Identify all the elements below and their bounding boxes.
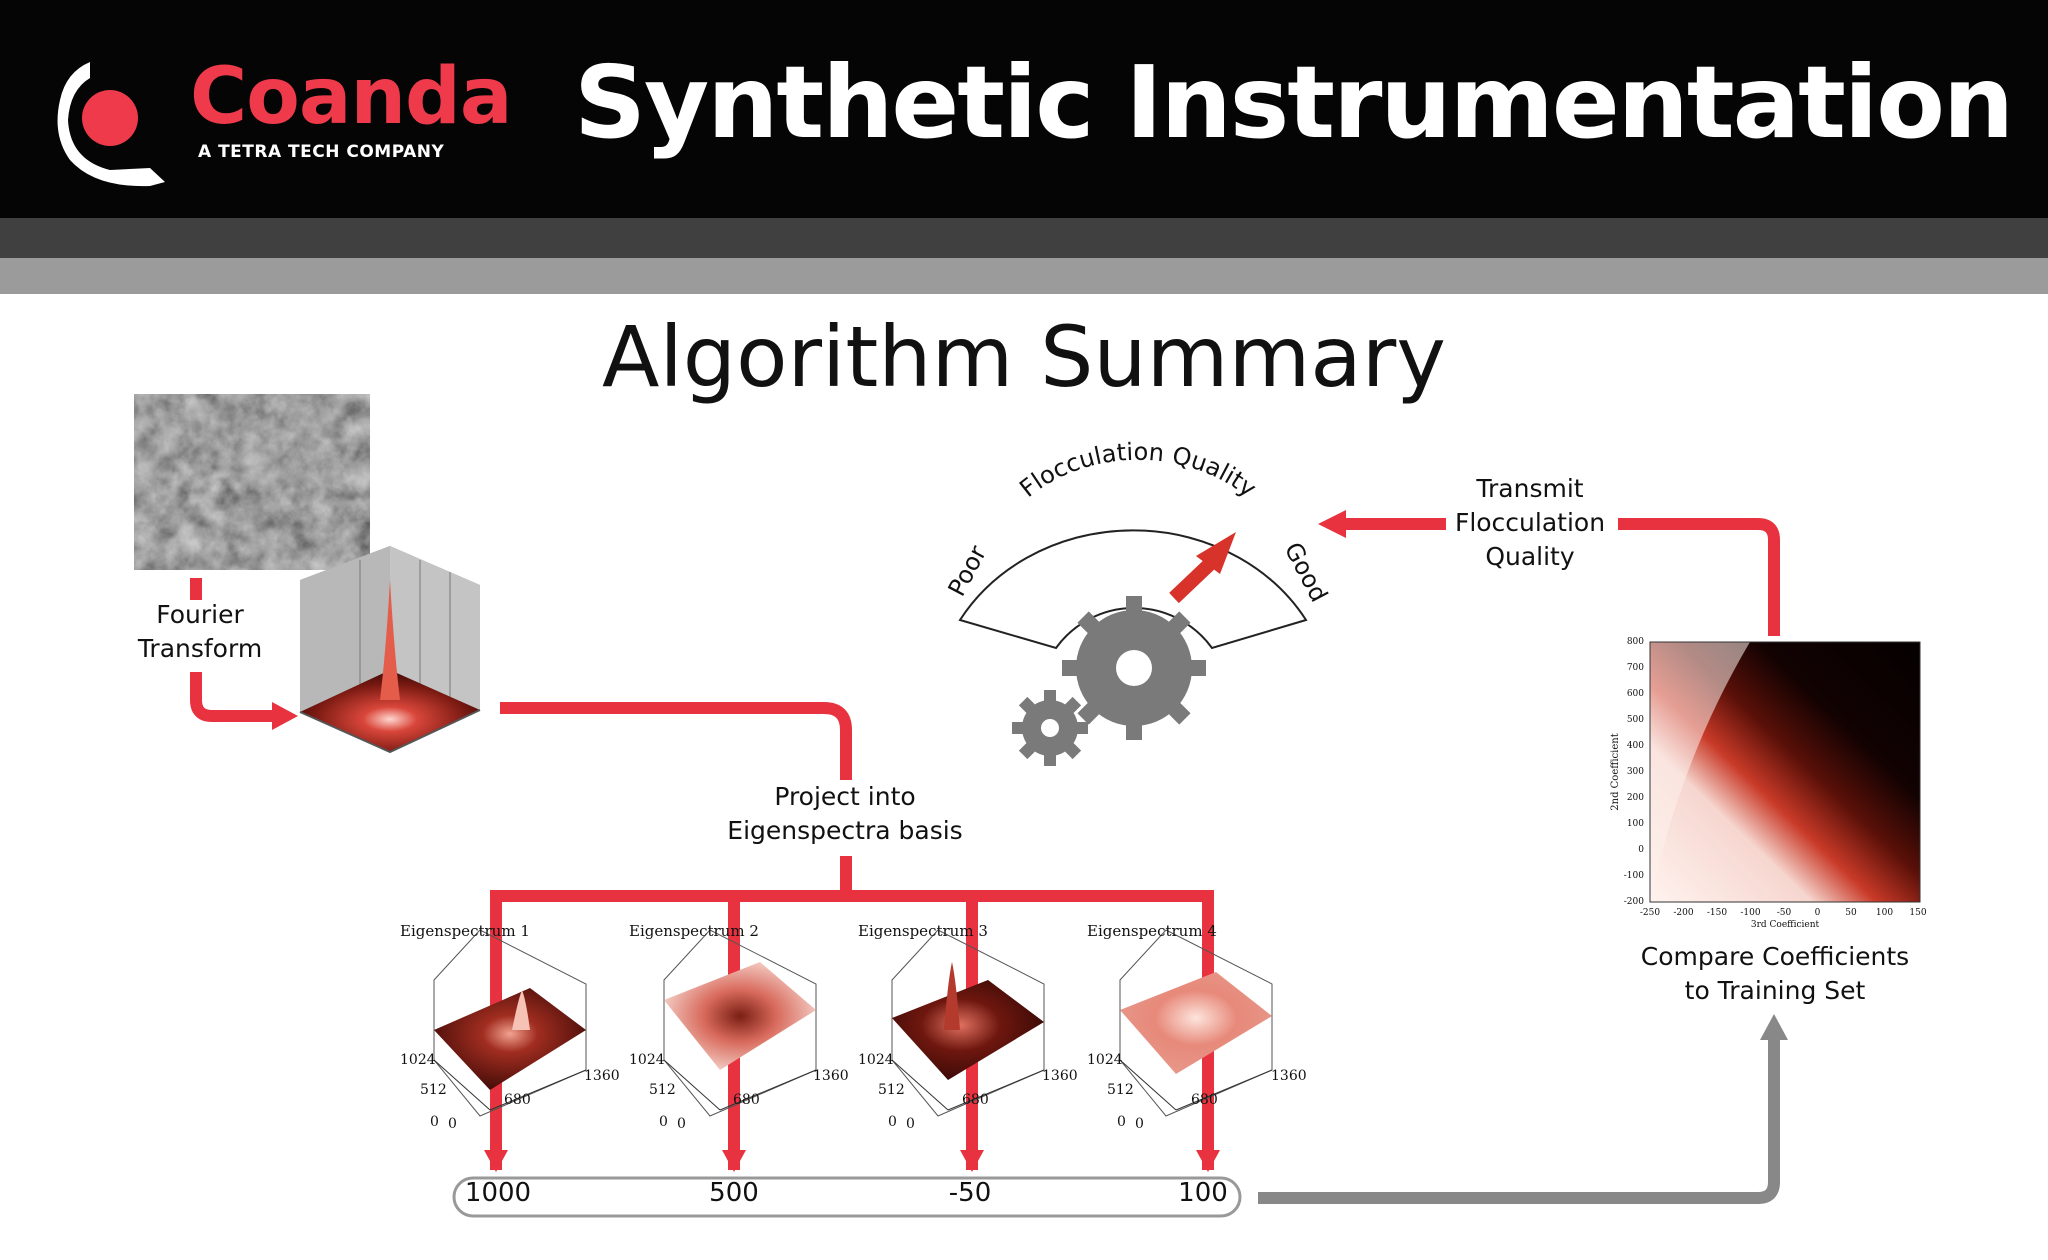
flow-arrow-compare <box>1258 1036 1780 1204</box>
gear-icon <box>1012 596 1206 766</box>
coefficient-vector <box>452 1176 1242 1218</box>
microscope-image <box>134 394 370 570</box>
flow-arrow-transmit-in <box>1618 518 1780 636</box>
fourier-surface-plot <box>299 546 481 754</box>
heatmap-ytick: 100 <box>1626 819 1644 829</box>
heatmap-xtick: 0 <box>1814 908 1821 918</box>
eigenspectrum-tick-label: 0 <box>1135 1116 1144 1132</box>
eigenspectrum-tick-label: 1360 <box>584 1068 620 1084</box>
eigenspectrum-tick-label: 0 <box>1117 1114 1126 1130</box>
flow-arrow-project <box>500 702 852 780</box>
heatmap-ytick: 800 <box>1626 637 1644 647</box>
eigenspectrum-tick-label: 1024 <box>1087 1052 1123 1068</box>
heatmap-ytick: 200 <box>1626 793 1644 803</box>
page-title: Synthetic Instrumentation <box>574 44 2014 161</box>
eigenspectrum-title: Eigenspectrum 4 <box>1087 922 1217 940</box>
eigenspectrum-tick-label: 0 <box>448 1116 457 1132</box>
heatmap-xtick: 50 <box>1845 908 1857 918</box>
heatmap-xtick: -50 <box>1776 908 1792 918</box>
eigenspectrum-title: Eigenspectrum 3 <box>858 922 988 940</box>
gauge-title: Flocculation Quality <box>1014 438 1261 503</box>
header-band-dark <box>0 218 2048 258</box>
heatmap-ytick: 700 <box>1626 663 1644 673</box>
eigenspectrum-tick-label: 1360 <box>1271 1068 1307 1084</box>
eigenspectrum-tick-label: 512 <box>420 1082 447 1098</box>
eigenspectrum-tick-label: 680 <box>962 1092 989 1108</box>
heatmap-ylabel: 2nd Coefficient <box>1610 733 1621 810</box>
heatmap-xtick: -200 <box>1673 908 1694 918</box>
eigenspectrum-plot-2 <box>663 929 817 1117</box>
heatmap-xtick: -250 <box>1639 908 1661 918</box>
heatmap-ytick: -100 <box>1623 871 1644 881</box>
heatmap-xtick: 100 <box>1875 908 1894 918</box>
coefficient-heatmap <box>1649 641 1921 903</box>
heatmap-ytick: 600 <box>1626 689 1644 699</box>
eigenspectrum-plot-3 <box>891 929 1045 1117</box>
eigenspectrum-tick-label: 1360 <box>1042 1068 1078 1084</box>
eigenspectrum-plot-1 <box>433 929 587 1117</box>
heatmap-ytick: 0 <box>1638 845 1644 855</box>
eigenspectrum-tick-label: 0 <box>659 1114 668 1130</box>
eigenspectrum-tick-label: 0 <box>430 1114 439 1130</box>
eigenspectrum-tick-label: 1360 <box>813 1068 849 1084</box>
heatmap-xtick: -100 <box>1740 908 1761 918</box>
header-bar <box>0 0 2048 218</box>
eigenspectrum-tick-label: 0 <box>888 1114 897 1130</box>
coefficient-value: 500 <box>709 1178 759 1208</box>
coefficient-value: 1000 <box>464 1178 532 1208</box>
eigenspectrum-tick-label: 680 <box>504 1092 531 1108</box>
logo-icon <box>57 50 165 187</box>
eigenspectrum-tick-label: 0 <box>677 1116 686 1132</box>
heatmap-xlabel: 3rd Coefficient <box>1750 920 1820 930</box>
eigenspectrum-tick-label: 512 <box>878 1082 905 1098</box>
eigenspectrum-tick-label: 512 <box>649 1082 676 1098</box>
eigenspectrum-tick-label: 1024 <box>629 1052 665 1068</box>
flow-connector <box>840 856 852 896</box>
fourier-arrow <box>190 578 298 730</box>
eigenspectrum-tick-label: 1024 <box>858 1052 894 1068</box>
eigenspectrum-title: Eigenspectrum 2 <box>629 922 759 940</box>
eigenspectrum-tick-label: 1024 <box>400 1052 436 1068</box>
heatmap-ytick: -200 <box>1623 897 1644 907</box>
eigenspectrum-tick-label: 0 <box>906 1116 915 1132</box>
heatmap-ytick: 500 <box>1626 715 1644 725</box>
heatmap-ytick: 300 <box>1626 767 1644 777</box>
coefficient-value: -50 <box>948 1178 992 1208</box>
eigenspectrum-title: Eigenspectrum 1 <box>400 922 530 940</box>
brand-tagline: A TETRA TECH COMPANY <box>198 142 445 162</box>
section-title: Algorithm Summary <box>601 308 1447 406</box>
eigenspectrum-plot-4 <box>1119 929 1273 1117</box>
eigenspectrum-tick-label: 680 <box>1191 1092 1218 1108</box>
quality-gauge <box>958 529 1308 650</box>
brand-name: Coanda <box>190 52 512 142</box>
heatmap-ytick: 400 <box>1626 741 1644 751</box>
coefficient-value: 100 <box>1178 1178 1228 1208</box>
heatmap-xtick: -150 <box>1706 908 1728 918</box>
header-band-light <box>0 258 2048 294</box>
heatmap-xtick: 150 <box>1909 908 1927 918</box>
eigenspectrum-tick-label: 512 <box>1107 1082 1134 1098</box>
eigenspectrum-tick-label: 680 <box>733 1092 760 1108</box>
